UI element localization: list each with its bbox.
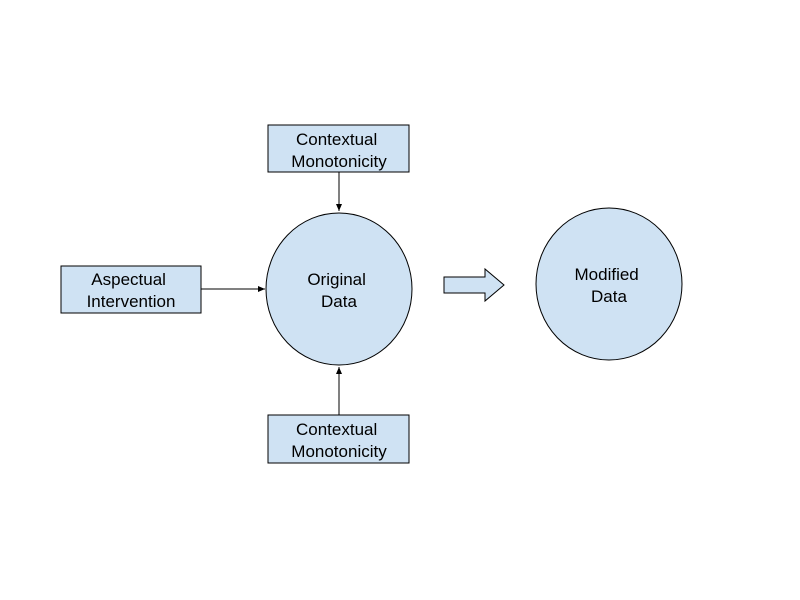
node-label-line: Contextual: [296, 420, 377, 439]
node-label-line: Intervention: [87, 292, 176, 311]
node-aspectual-intervention: Aspectual Intervention: [60, 265, 202, 314]
svg-text:Aspectual Intervention: Aspectual Intervention: [87, 270, 176, 311]
svg-text:Contextual Monotonicity: Contextual Monotonicity: [291, 420, 387, 461]
node-contextual-monotonicity-top: Contextual Monotonicity: [267, 124, 410, 173]
svg-text:Original Data: Original Data: [307, 270, 370, 311]
node-label-line: Contextual: [296, 130, 377, 149]
node-label-line: Data: [321, 292, 357, 311]
node-label-line: Monotonicity: [291, 152, 387, 171]
node-label-line: Data: [591, 287, 627, 306]
node-label-line: Monotonicity: [291, 442, 387, 461]
node-label-line: Modified: [575, 265, 639, 284]
transform-block-arrow: [443, 267, 505, 303]
node-label-line: Aspectual: [91, 270, 166, 289]
node-contextual-monotonicity-bottom: Contextual Monotonicity: [267, 414, 410, 464]
svg-text:Modified Data: Modified Data: [575, 265, 644, 306]
node-modified-data: Modified Data: [535, 207, 683, 361]
node-original-data: Original Data: [265, 212, 413, 366]
svg-text:Contextual Monotonicity: Contextual Monotonicity: [291, 130, 387, 171]
node-label-line: Original: [307, 270, 366, 289]
